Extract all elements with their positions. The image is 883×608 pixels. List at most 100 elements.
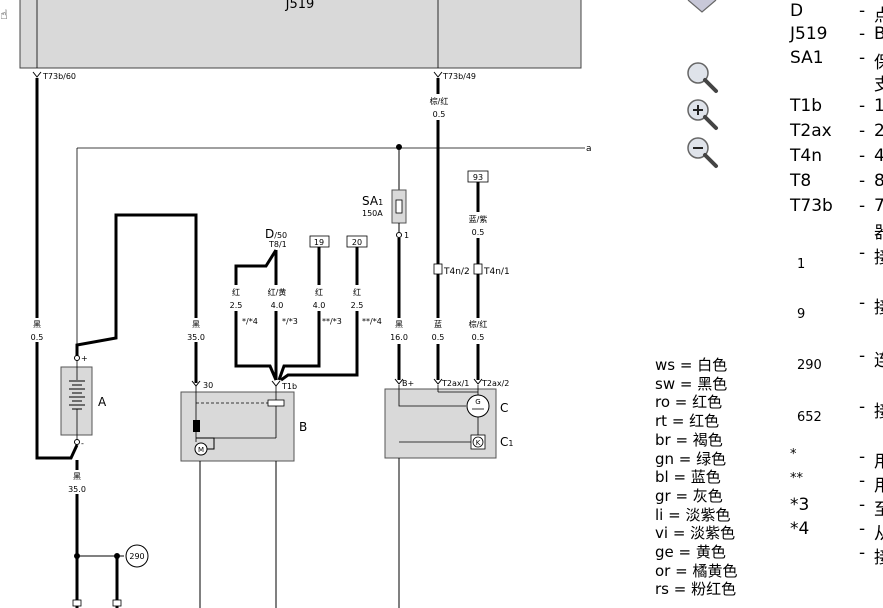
legend-desc: 接 bbox=[874, 402, 883, 422]
svg-text:0.5: 0.5 bbox=[472, 228, 485, 237]
legend-desc: 2 bbox=[874, 121, 883, 141]
d-t8-pin: T8/1 bbox=[268, 240, 287, 249]
legend-desc: 用 bbox=[874, 452, 883, 472]
pin-t73b-49: T73b/49 bbox=[442, 72, 476, 81]
legend-desc: 器 bbox=[874, 223, 883, 243]
legend-code: *4 bbox=[790, 519, 810, 539]
svg-text:0.5: 0.5 bbox=[432, 333, 445, 342]
zoom-icon[interactable] bbox=[684, 60, 720, 94]
legend-row: ws = 白色 bbox=[655, 356, 728, 374]
svg-text:棕/红: 棕/红 bbox=[469, 319, 488, 329]
legend-row: sw = 黑色 bbox=[655, 374, 728, 393]
control-unit-j519 bbox=[19, 0, 582, 69]
legend-code: *3 bbox=[790, 495, 810, 515]
legend-desc: 1 bbox=[874, 96, 883, 116]
fuse-sa1 bbox=[391, 147, 407, 232]
circle-290 bbox=[125, 544, 149, 568]
legend-row: li = 淡紫色 bbox=[655, 505, 731, 524]
svg-text:-: - bbox=[81, 439, 84, 448]
starter-b: M bbox=[180, 386, 295, 608]
legend-row: bl = 蓝色 bbox=[655, 468, 721, 487]
wire-label-w6: 红 4.0 **/*3 bbox=[310, 285, 342, 326]
svg-text:35.0: 35.0 bbox=[187, 333, 205, 342]
box-19: 19 bbox=[314, 238, 324, 247]
svg-text:2.5: 2.5 bbox=[351, 301, 364, 310]
zoom-in-icon[interactable] bbox=[684, 97, 720, 131]
wire-label-w5: 红/黄 4.0 */*3 bbox=[264, 285, 298, 326]
svg-text:黑: 黑 bbox=[73, 472, 81, 481]
pin-t1b: T1b bbox=[281, 382, 297, 391]
svg-text:0.5: 0.5 bbox=[433, 110, 446, 119]
gen-symbol: G bbox=[475, 398, 480, 406]
wire-label-w11: 蓝/紫 0.5 bbox=[464, 212, 492, 238]
legend-desc: 支 bbox=[874, 75, 883, 95]
wire-label-w10: 棕/红 0.5 bbox=[464, 318, 492, 344]
legend-desc: 接 bbox=[874, 298, 883, 318]
pin-t4n-2: T4n/2 bbox=[443, 267, 470, 277]
svg-text:黑: 黑 bbox=[395, 320, 403, 329]
component-a-label: A bbox=[98, 395, 107, 409]
pin-1: 1 bbox=[404, 231, 409, 240]
component-b-label: B bbox=[299, 420, 307, 434]
legend-code: ** bbox=[790, 471, 803, 486]
legend-code: 1 bbox=[797, 257, 806, 272]
wire-color-legend: ws = 白色 sw = 黑色 ro = 红色 rt = 红色 br = 褐色 … bbox=[655, 356, 737, 599]
legend-code: T4n bbox=[790, 146, 822, 166]
legend-row: ro = 红色 bbox=[655, 393, 723, 412]
component-c-label: C bbox=[500, 401, 508, 415]
legend-code: * bbox=[790, 447, 797, 462]
pin-t73b-60: T73b/60 bbox=[42, 72, 76, 81]
legend-row: gn = 绿色 bbox=[655, 449, 727, 468]
wire-label-w9: 蓝 0.5 bbox=[429, 318, 449, 344]
fuse-label: SA1 bbox=[362, 194, 383, 208]
wire-label-w12: 黑 35.0 bbox=[65, 470, 89, 494]
legend-code: T8 bbox=[790, 171, 812, 191]
wire-label-w8: 黑 16.0 bbox=[388, 318, 410, 344]
zoom-out-icon[interactable] bbox=[684, 135, 720, 169]
rotate-view-icon[interactable] bbox=[686, 0, 718, 16]
legend-desc: 连 bbox=[874, 351, 883, 371]
svg-text:红: 红 bbox=[353, 287, 361, 297]
legend-desc: 接 bbox=[874, 548, 883, 568]
wire-label-w3: 黑 35.0 bbox=[184, 318, 208, 342]
svg-text:红: 红 bbox=[232, 287, 240, 297]
svg-text:蓝: 蓝 bbox=[434, 319, 442, 329]
legend-desc: B bbox=[874, 24, 883, 44]
fuse-rating: 150A bbox=[362, 209, 383, 218]
svg-text:+: + bbox=[81, 354, 88, 363]
legend-code: T1b bbox=[790, 96, 822, 116]
battery-a bbox=[60, 360, 93, 440]
svg-text:黑: 黑 bbox=[192, 320, 200, 329]
svg-text:16.0: 16.0 bbox=[390, 333, 408, 342]
legend-desc: 保 bbox=[874, 53, 883, 73]
box-20: 20 bbox=[352, 238, 362, 247]
svg-text:*/*4: */*4 bbox=[242, 317, 258, 326]
svg-text:**/*3: **/*3 bbox=[322, 317, 342, 326]
d-label: D/50 bbox=[265, 227, 287, 241]
legend-desc: 7 bbox=[874, 196, 883, 216]
component-c1-label: C1 bbox=[500, 435, 513, 449]
generator-c: G K bbox=[384, 385, 497, 608]
legend-row: ge = 黄色 bbox=[655, 543, 726, 562]
svg-text:0.5: 0.5 bbox=[31, 333, 44, 342]
pin-t2ax-2: T2ax/2 bbox=[481, 379, 509, 388]
legend-row: vi = 淡紫色 bbox=[655, 524, 736, 543]
motor-symbol: M bbox=[198, 446, 204, 454]
pin-t2ax-1: T2ax/1 bbox=[441, 379, 469, 388]
svg-text:**/*4: **/*4 bbox=[362, 317, 382, 326]
svg-text:4.0: 4.0 bbox=[313, 301, 326, 310]
svg-text:黑: 黑 bbox=[33, 320, 41, 329]
legend-desc: 接 bbox=[874, 248, 883, 268]
svg-text:0.5: 0.5 bbox=[472, 333, 485, 342]
legend-code: J519 bbox=[790, 24, 828, 44]
svg-text:棕/红: 棕/红 bbox=[430, 96, 449, 106]
edge-label-a: a bbox=[586, 144, 592, 154]
legend-code: T2ax bbox=[790, 121, 832, 141]
svg-text:红/黄: 红/黄 bbox=[268, 287, 287, 297]
pin-t4n-1: T4n/1 bbox=[483, 267, 510, 277]
wiring-diagram: J519 ☝ T73b/60 T73b/49 a 黑 0.5 黑 35.0 + … bbox=[0, 0, 592, 608]
svg-text:35.0: 35.0 bbox=[68, 485, 86, 494]
box-93: 93 bbox=[473, 173, 483, 182]
wire-label-w2: 棕/红 0.5 bbox=[425, 94, 453, 120]
legend-desc: 4 bbox=[874, 146, 883, 166]
